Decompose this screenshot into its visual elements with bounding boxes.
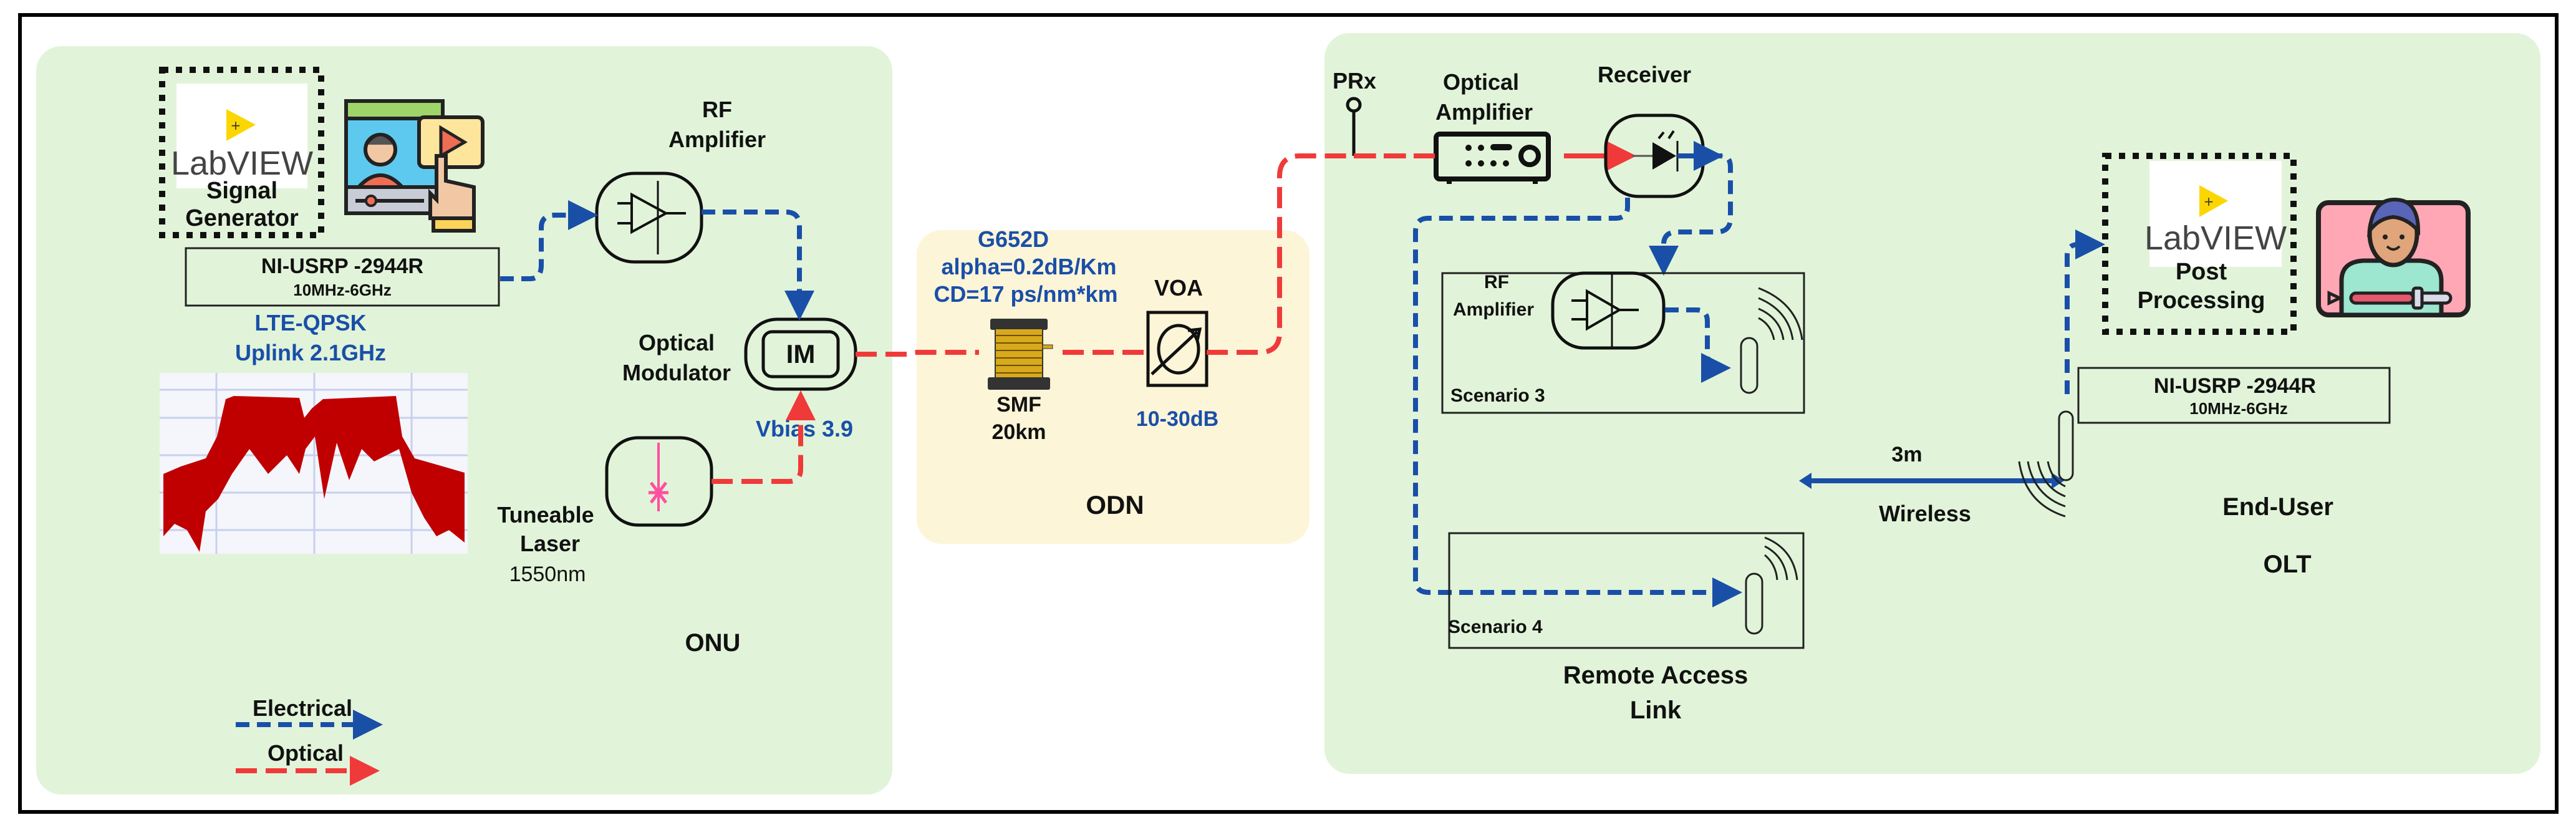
remote-access-section-label-line2: Link [1630,697,1682,724]
wireless-distance: 3m [1891,443,1922,466]
scenario3-label: Scenario 3 [1450,385,1545,406]
scenario4-antenna-icon [1745,536,1798,635]
post-processing-label-line2: Processing [2138,287,2265,314]
wire-scenario3-amp-to-antenna [1665,307,1731,383]
end-user-section-label: End-User [2222,493,2333,521]
legend-optical-label: Optical [268,740,344,766]
signal-generator-label-line2: Generator [185,205,299,231]
scenario3-rf-amplifier-icon [1551,271,1666,350]
wireless-label: Wireless [1879,501,1971,526]
end-user-antenna-icon [2018,410,2074,518]
scenario3-antenna-icon [1740,287,1803,394]
labview-logo-icon: + [226,109,256,141]
laser-label-line2: Laser [520,531,580,556]
prx-label: PRx [1333,68,1376,94]
odn-panel [917,230,1310,544]
odn-section-label: ODN [1086,490,1144,519]
optical-modulator-label-line1: Optical [639,330,715,355]
fiber-spec-line3: CD=17 ps/nm*km [933,281,1117,307]
voa-icon [1146,311,1208,387]
optical-modulator-label-line2: Modulator [622,360,731,385]
scenario3-rf-amplifier-line1: RF [1484,272,1509,292]
lte-spectrum-trace [163,396,465,552]
labview-logo-text-2: LabVIEW [2144,220,2287,257]
scenario3-rf-amplifier-line2: Amplifier [1453,299,1534,320]
usrp-transmitter-model: NI-USRP -2944R [261,254,423,278]
wire-usrp-to-post-processing [2065,229,2105,394]
wire-laser-to-modulator [712,390,816,484]
wire-usrp-to-rf-amp [500,200,598,281]
smf-label-line1: SMF [996,393,1041,417]
wire-rf-amp-to-modulator [702,210,814,321]
labview-logo-icon-2: + [2199,185,2228,217]
fiber-spec-line2: alpha=0.2dB/Km [941,254,1116,279]
signal-type-line2: Uplink 2.1GHz [235,340,386,365]
signal-generator-dotted-box [159,67,324,238]
onu-section-label: ONU [685,629,741,657]
optical-amplifier-icon [1434,132,1551,184]
voa-range: 10-30dB [1136,407,1218,431]
video-user-icon [344,99,485,233]
wire-receiver-to-scenario4 [1413,198,1742,607]
post-processing-dotted-box [2102,153,2297,335]
svg-text:+: + [2204,194,2214,209]
wire-voa-to-prx [1207,153,1434,355]
signal-generator: + LabVIEW Signal Generator [159,67,324,238]
outer-frame [18,13,2559,814]
wire-receiver-to-scenario3 [1649,153,1733,276]
usrp-receiver-box [2077,367,2391,424]
signal-type-line1: LTE-QPSK [254,310,366,335]
labview-logo-text: LabVIEW [171,145,313,182]
legend-electrical-label: Electrical [253,695,352,721]
scenario4-label: Scenario 4 [1448,617,1543,637]
optical-amplifier-label-line2: Amplifier [1435,99,1533,125]
smf-label-line2: 20km [992,420,1046,444]
signal-generator-label-line1: Signal [206,178,277,204]
laser-label-line1: Tuneable [497,502,594,528]
remote-access-section-label-line1: Remote Access [1563,662,1748,689]
rf-amplifier-label-line1: RF [702,97,732,122]
labview-logo-bg [176,84,307,188]
lte-spectrum-plot [160,373,468,554]
olt-section-label: OLT [2263,551,2311,578]
vbias-label: Vbias 3.9 [756,416,853,442]
video-viewer-icon [2316,197,2471,317]
optical-amplifier-label-line1: Optical [1443,69,1519,95]
post-processing: + LabVIEW Post Processing [2102,153,2297,335]
fiber-spec-line1: G652D [978,226,1049,252]
post-processing-label-line1: Post [2176,259,2227,285]
optical-modulator-symbol: IM [786,339,816,369]
usrp-transmitter-range: 10MHz-6GHz [293,281,391,299]
laser-wavelength: 1550nm [509,562,586,586]
usrp-transmitter-box [185,247,500,307]
usrp-receiver-range: 10MHz-6GHz [2189,399,2287,418]
voa-label: VOA [1154,275,1203,301]
scenario4-box [1448,532,1805,649]
usrp-transmitter: NI-USRP -2944R 10MHz-6GHz [185,247,500,307]
labview-logo-bg-2 [2149,161,2282,267]
svg-text:+: + [231,118,241,133]
legend: Electrical Optical [236,695,383,786]
prx-probe-icon [1346,97,1362,156]
fiber-spool-icon [988,319,1053,390]
usrp-receiver-model: NI-USRP -2944R [2154,374,2316,398]
wire-modulator-to-smf [856,350,979,357]
receiver-label: Receiver [1598,62,1691,87]
rf-amplifier-label-line2: Amplifier [668,127,766,152]
usrp-receiver: NI-USRP -2944R 10MHz-6GHz [2077,367,2391,424]
